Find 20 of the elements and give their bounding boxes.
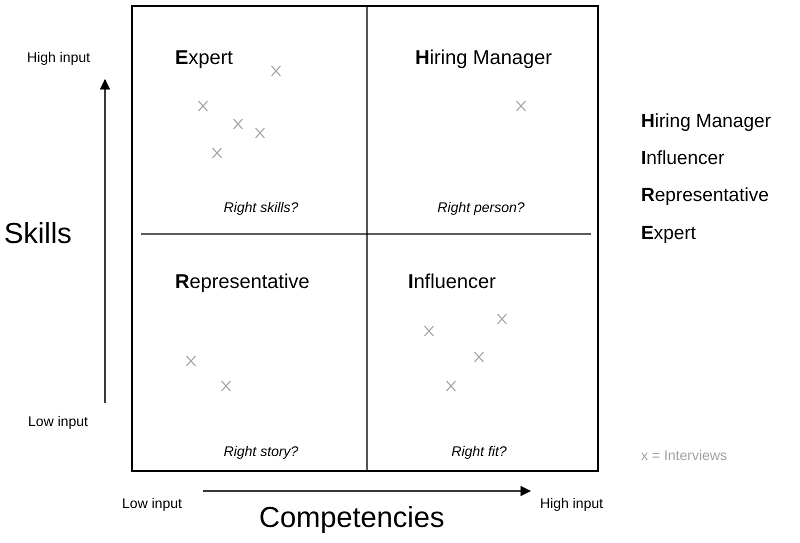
legend-item: Representative (641, 185, 769, 207)
axis-title: Competencies (259, 502, 444, 535)
quadrant-frame (131, 5, 599, 472)
legend-item: Expert (641, 223, 696, 245)
quadrant-title: Expert (175, 47, 233, 70)
quadrant-question: Right person? (436, 199, 526, 215)
axis-tick-label: Low input (28, 413, 88, 429)
axis-tick-label: Low input (122, 495, 182, 511)
axis-title: Skills (4, 218, 72, 251)
axis-tick-label: High input (27, 49, 90, 65)
quadrant-title: Influencer (408, 271, 496, 294)
quadrant-question: Right fit? (450, 443, 508, 459)
axis-tick-label: High input (540, 495, 604, 511)
legend-item: Hiring Manager (641, 111, 771, 133)
quadrant-title: Representative (175, 271, 310, 294)
legend-item: Influencer (641, 148, 724, 170)
quadrant-question: Right story? (222, 443, 300, 459)
quadrant-title: Hiring Manager (414, 47, 553, 70)
legend-note: x = Interviews (641, 447, 727, 463)
quadrant-question: Right skills? (222, 199, 300, 215)
